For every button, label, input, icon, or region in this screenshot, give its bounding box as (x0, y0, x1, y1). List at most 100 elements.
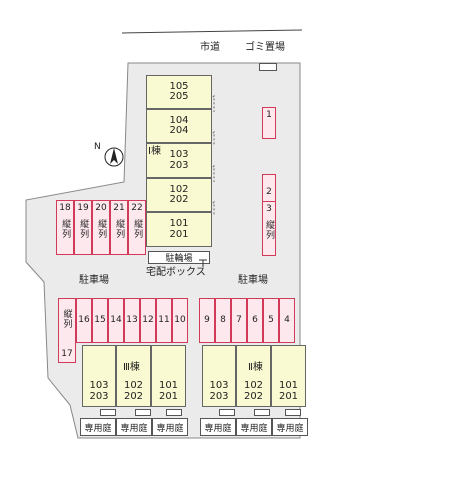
private-garden: 専用庭 (116, 418, 152, 436)
parking-space-10: 10 (172, 298, 188, 343)
unit-103-203: 103 203 (202, 345, 236, 407)
garden-label: 専用庭 (240, 423, 268, 434)
parking-space-7: 7 (231, 298, 247, 343)
parking-space-13: 13 (124, 298, 140, 343)
parking-number: 22 (131, 203, 143, 213)
parking-space-5: 5 (263, 298, 279, 343)
unit-number: 205 (169, 91, 189, 102)
unit-number: 103 (169, 149, 189, 160)
unit-number: 102 (243, 380, 264, 391)
unit-number: 201 (169, 228, 189, 240)
vertical-label: 縦列 (78, 219, 89, 240)
parking-number: 10 (174, 315, 186, 325)
parking-space-2-3: 2 3 縦列 (262, 174, 276, 256)
parking-number: 20 (95, 203, 107, 213)
unit-number: 101 (278, 380, 299, 391)
parking-space-9: 9 (199, 298, 215, 343)
parking-space-4: 4 (279, 298, 295, 343)
building-3: 103 203 102 202 101 201 (82, 345, 186, 407)
unit-number: 203 (89, 390, 109, 402)
parking-number: 5 (268, 315, 274, 325)
private-garden: 専用庭 (272, 418, 308, 436)
unit-number: 103 (209, 380, 229, 391)
unit-102-202: 102 202 (146, 178, 212, 212)
parking-number: 12 (142, 315, 154, 325)
bike-parking-label: 駐輪場 (165, 254, 193, 264)
road-label: 市道 (200, 42, 220, 53)
parking-space-1: 1 (262, 107, 276, 139)
parking-number: 3 (263, 201, 275, 214)
parking-space-14: 14 (108, 298, 124, 343)
unit-number: 104 (169, 114, 189, 126)
parking-space-15: 15 (92, 298, 108, 343)
vertical-label: 縦列 (61, 309, 72, 329)
parking-number: 2 (266, 187, 272, 197)
unit-number: 204 (169, 125, 189, 136)
vertical-label: 縦列 (132, 219, 143, 240)
garden-label: 専用庭 (84, 423, 112, 434)
unit-number: 201 (278, 390, 299, 402)
parking-number: 1 (266, 110, 272, 120)
parking-space-16: 16 (76, 298, 92, 343)
private-garden: 専用庭 (152, 418, 188, 436)
unit-number: 202 (243, 390, 264, 402)
parking-number: 6 (252, 315, 258, 325)
building-1-label: Ⅰ棟 (148, 146, 161, 157)
vertical-label: 縦列 (96, 219, 107, 240)
vertical-label: 縦列 (114, 219, 125, 240)
parking-space-20: 20 縦列 (92, 200, 110, 255)
parking-number: 18 (59, 203, 71, 213)
garden-gate (219, 409, 235, 416)
building-1: 105 205 104 204 103 203 102 202 101 201 (146, 75, 212, 247)
unit-number: 201 (158, 390, 179, 402)
parking-space-11: 11 (156, 298, 172, 343)
parking-label-right: 駐車場 (238, 275, 268, 286)
building-2-label: Ⅱ棟 (248, 362, 263, 373)
private-garden: 専用庭 (80, 418, 116, 436)
parking-space-6: 6 (247, 298, 263, 343)
unit-number: 105 (169, 80, 189, 92)
unit-104-204: 104 204 (146, 109, 212, 143)
parking-space-21: 21 縦列 (110, 200, 128, 255)
unit-number: 203 (209, 390, 229, 402)
unit-number: 202 (123, 390, 144, 402)
parking-number: 9 (204, 315, 210, 325)
private-garden: 専用庭 (236, 418, 272, 436)
unit-101-201: 101 201 (146, 212, 212, 247)
parking-number: 14 (110, 315, 122, 325)
unit-number: 103 (89, 380, 109, 391)
parking-number: 11 (158, 315, 170, 325)
parking-space-12: 12 (140, 298, 156, 343)
garden-gate (100, 409, 116, 416)
unit-number: 102 (123, 380, 144, 391)
parking-number: 4 (284, 315, 290, 325)
parking-space-8: 8 (215, 298, 231, 343)
unit-number: 101 (158, 380, 179, 391)
unit-number: 202 (169, 194, 189, 205)
bike-parking: 駐輪場 (148, 251, 210, 264)
parking-number: 16 (78, 315, 90, 325)
parking-number: 8 (220, 315, 226, 325)
parking-number: 19 (77, 203, 89, 213)
delivery-box-icon (198, 253, 208, 267)
north-label: N (94, 142, 101, 152)
garbage-area-box (259, 63, 277, 71)
parking-number: 13 (126, 315, 138, 325)
garden-gate (166, 409, 182, 416)
unit-101-201: 101 201 (151, 345, 186, 407)
building-2: 103 203 102 202 101 201 (202, 345, 306, 407)
parking-number: 7 (236, 315, 242, 325)
garden-label: 専用庭 (120, 423, 148, 434)
vertical-label: 縦列 (264, 220, 274, 240)
garden-gate (135, 409, 151, 416)
garbage-area-label: ゴミ置場 (245, 42, 285, 53)
delivery-box-label: 宅配ボックス (146, 267, 206, 278)
north-arrow-icon (103, 146, 125, 168)
parking-space-19: 19 縦列 (74, 200, 92, 255)
unit-number: 102 (169, 183, 189, 195)
parking-label-left: 駐車場 (79, 275, 109, 286)
garden-label: 専用庭 (156, 423, 184, 434)
parking-space-22: 22 縦列 (128, 200, 146, 255)
garden-gate (254, 409, 270, 416)
